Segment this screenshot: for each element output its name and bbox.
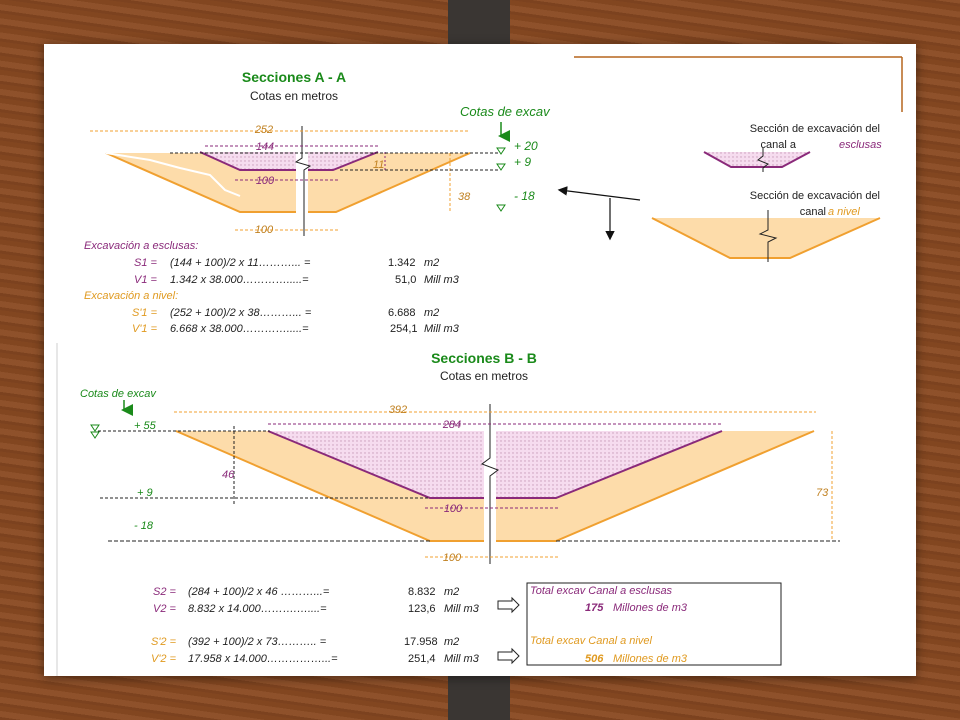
section-a-title: Secciones A - A <box>242 69 346 85</box>
calc-a-v1p-expr: 6.668 x 38.000………….....= <box>170 323 309 335</box>
break-b-icon <box>480 404 500 564</box>
calc-b-s2p-value: 17.958 <box>404 636 438 648</box>
level-marker-18-icon <box>496 204 506 212</box>
calc-a-v1-expr: 1.342 x 38.000………….....= <box>170 274 309 286</box>
level-marker-9-icon <box>496 163 506 171</box>
total-lock-unit: Millones de m3 <box>613 602 688 614</box>
level-b-marker2-icon <box>90 431 100 439</box>
dim-b-100-lock-label: 100 <box>444 503 463 515</box>
tape-top <box>448 0 510 46</box>
calc-b-s2p-expr: (392 + 100)/2 x 73……….. = <box>188 636 327 648</box>
dim-252-label: 252 <box>254 124 273 136</box>
section-b-cotas-label: Cotas de excav <box>80 388 157 400</box>
calc-b-v2p-name: V'2 = <box>151 653 177 665</box>
section-a-subtitle: Cotas en metros <box>250 89 338 103</box>
calc-a-s1p-expr: (252 + 100)/2 x 38………... = <box>170 307 312 319</box>
section-a-canal-fill <box>106 153 470 212</box>
calc-b-s2p-name: S'2 = <box>151 636 177 648</box>
calc-b-s2-unit: m2 <box>444 586 459 598</box>
dim-38-label: 38 <box>458 191 471 203</box>
level-b-18: - 18 <box>134 520 154 532</box>
dim-100-bottom-label: 100 <box>255 224 274 236</box>
calc-a-v1p-name: V'1 = <box>132 323 158 335</box>
section-a-lock-fill <box>200 152 378 170</box>
dim-73-label: 73 <box>816 487 829 499</box>
level-a-18: - 18 <box>514 189 535 203</box>
section-b-subtitle: Cotas en metros <box>440 369 528 383</box>
arrow-right-icon <box>497 596 520 614</box>
calc-b-s2-name: S2 = <box>153 586 177 598</box>
calc-b-v2-value: 123,6 <box>408 603 436 615</box>
legend-lock-break-icon <box>757 148 769 172</box>
calc-a-s1-expr: (144 + 100)/2 x 11………... = <box>170 257 311 269</box>
legend-level-fill <box>652 218 880 258</box>
calc-a-v1p-unit: Mill m3 <box>424 323 460 335</box>
legend-level-line1: Sección de excavación del <box>750 190 880 202</box>
level-b-marker-icon <box>90 424 100 432</box>
dim-100-lock-label: 100 <box>256 175 275 187</box>
section-a-canal-outline <box>105 152 471 213</box>
legend-lock-line2b: esclusas <box>839 139 882 151</box>
total-lock-title: Total excav Canal a esclusas <box>530 585 673 597</box>
level-b-55: + 55 <box>134 420 157 432</box>
calc-a-s1-name: S1 = <box>134 257 158 269</box>
calc-a-s1p-name: S'1 = <box>132 307 158 319</box>
level-marker-20-icon <box>496 147 506 155</box>
section-a: Secciones A - A Cotas en metros Cotas de… <box>84 69 551 335</box>
calc-a-v1-value: 51,0 <box>395 274 416 286</box>
calc-a-label-level: Excavación a nivel: <box>84 290 178 302</box>
calc-a-s1-unit: m2 <box>424 257 439 269</box>
legend-lock-outline <box>703 151 811 168</box>
level-a-9: + 9 <box>514 155 531 169</box>
calc-b-v2-expr: 8.832 x 14.000……….…....= <box>188 603 327 615</box>
dim-144-label: 144 <box>256 141 274 153</box>
calc-b-v2p-value: 251,4 <box>408 653 436 665</box>
legend-level-outline <box>651 217 881 259</box>
legend-panel: Sección de excavación del canal a esclus… <box>557 113 886 271</box>
total-lock-value: 175 <box>585 602 604 614</box>
total-level-value: 506 <box>585 653 604 665</box>
calc-b-s2p-unit: m2 <box>444 636 459 648</box>
calc-a-v1p-value: 254,1 <box>390 323 418 335</box>
calc-b-s2-value: 8.832 <box>408 586 436 598</box>
legend-level-line2a: canal <box>800 206 826 218</box>
dim-b-100-bottom-label: 100 <box>443 552 462 564</box>
total-level-title: Total excav Canal a nivel <box>530 635 652 647</box>
section-b-title: Secciones B - B <box>431 350 537 366</box>
calc-b-v2p-unit: Mill m3 <box>444 653 480 665</box>
arrow-right-icon <box>497 647 520 665</box>
totals-box <box>526 582 782 666</box>
legend-lock-line1: Sección de excavación del <box>750 123 880 135</box>
level-b-9: + 9 <box>137 487 153 499</box>
tape-bottom <box>448 674 510 720</box>
section-a-cotas-label: Cotas de excav <box>460 104 551 119</box>
dim-284-label: 284 <box>442 419 461 431</box>
calc-a-v1-unit: Mill m3 <box>424 274 460 286</box>
calc-b-v2-name: V2 = <box>153 603 177 615</box>
legend-lock-line2a: canal a <box>761 139 797 151</box>
calc-b-v2-unit: Mill m3 <box>444 603 480 615</box>
calc-a-s1p-value: 6.688 <box>388 307 416 319</box>
calc-a-s1p-unit: m2 <box>424 307 439 319</box>
section-a-lock-outline <box>199 151 379 171</box>
calc-b-s2-expr: (284 + 100)/2 x 46 ………...= <box>188 586 330 598</box>
calc-a-s1-value: 1.342 <box>388 257 416 269</box>
dim-392-label: 392 <box>389 404 407 416</box>
pointer-arrow-icon <box>557 186 641 201</box>
ground-jag-left <box>105 152 241 197</box>
legend-level-line2b: a nivel <box>828 206 860 218</box>
level-a-20: + 20 <box>514 139 538 153</box>
calc-b-v2p-expr: 17.958 x 14.000……………...= <box>188 653 338 665</box>
legend-level-break-icon <box>758 210 778 262</box>
dim-11-label: 11 <box>373 159 384 171</box>
calc-a-v1-name: V1 = <box>134 274 158 286</box>
calc-a-label-locks: Excavación a esclusas: <box>84 240 198 252</box>
total-level-unit: Millones de m3 <box>613 653 688 665</box>
dim-46-label: 46 <box>222 469 235 481</box>
section-b: Secciones B - B Cotas en metros Cotas de… <box>80 350 840 666</box>
legend-lock-fill <box>704 152 810 167</box>
